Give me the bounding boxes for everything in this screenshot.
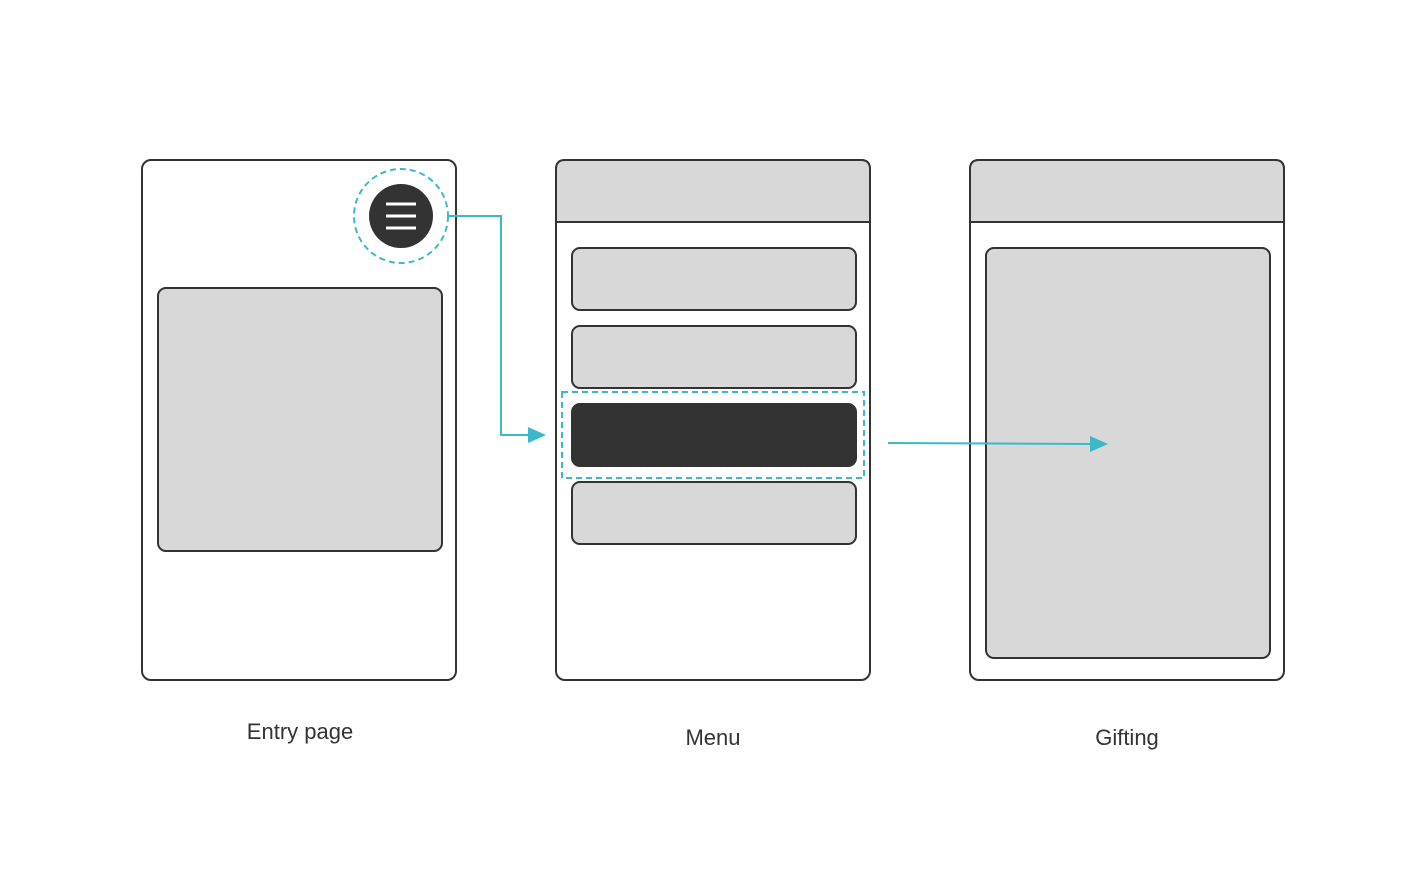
menu-item-3-selected[interactable]: [571, 403, 857, 467]
entry-page-caption: Entry page: [246, 719, 354, 744]
gifting-header-bar: [969, 159, 1285, 223]
menu-screen: [555, 159, 871, 681]
menu-caption: Menu: [685, 725, 741, 750]
connector-arrowhead-icon: [528, 427, 546, 443]
menu-header-bar: [555, 159, 871, 223]
entry-page-screen: [141, 159, 457, 681]
menu-item-4[interactable]: [571, 481, 857, 545]
connector-entry-to-menu: [448, 215, 546, 443]
gifting-content-panel: [985, 247, 1271, 659]
selected-item-highlight: [561, 391, 865, 479]
connector-menu-to-gifting: [887, 436, 1108, 452]
menu-item-1[interactable]: [571, 247, 857, 311]
connector-arrowhead-icon: [1090, 436, 1108, 452]
gifting-caption: Gifting: [1095, 725, 1159, 750]
entry-page-content-card: [157, 287, 443, 552]
menu-item-2[interactable]: [571, 325, 857, 389]
hamburger-menu-icon[interactable]: [369, 184, 433, 248]
gifting-screen: [969, 159, 1285, 681]
